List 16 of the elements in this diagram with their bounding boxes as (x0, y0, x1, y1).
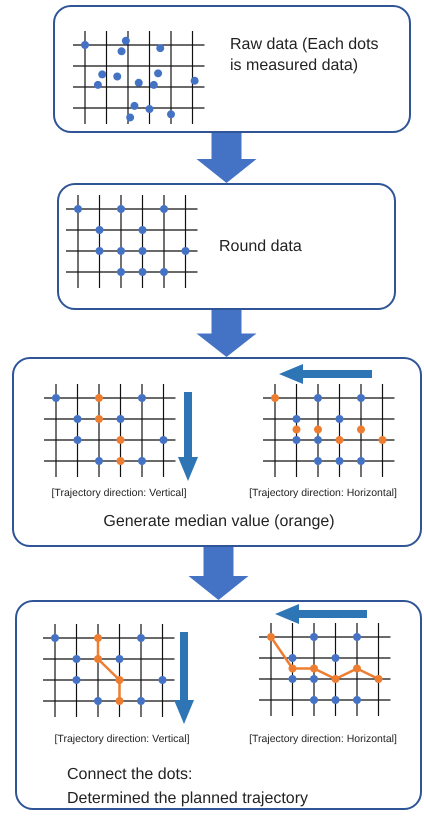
step-text: Generate median value (orange) (102, 512, 336, 532)
step-text: Connect the dots: (67, 765, 194, 785)
block-arrow (196, 310, 256, 357)
process-box (53, 5, 411, 133)
caption-text: [Trajectory direction: Horizontal] (248, 487, 398, 501)
block-arrow (196, 133, 256, 183)
block-arrow (188, 547, 248, 600)
process-box (12, 357, 422, 547)
process-box (15, 600, 422, 810)
caption-text: [Trajectory direction: Vertical] (50, 487, 188, 501)
process-box (57, 183, 396, 310)
caption-text: [Trajectory direction: Horizontal] (248, 733, 398, 747)
step-text: Round data (219, 237, 303, 257)
caption-text: [Trajectory direction: Vertical] (54, 733, 190, 747)
step-text: Raw data (Each dots is measured data) (230, 35, 380, 76)
step-text: Determined the planned trajectory (67, 789, 310, 809)
